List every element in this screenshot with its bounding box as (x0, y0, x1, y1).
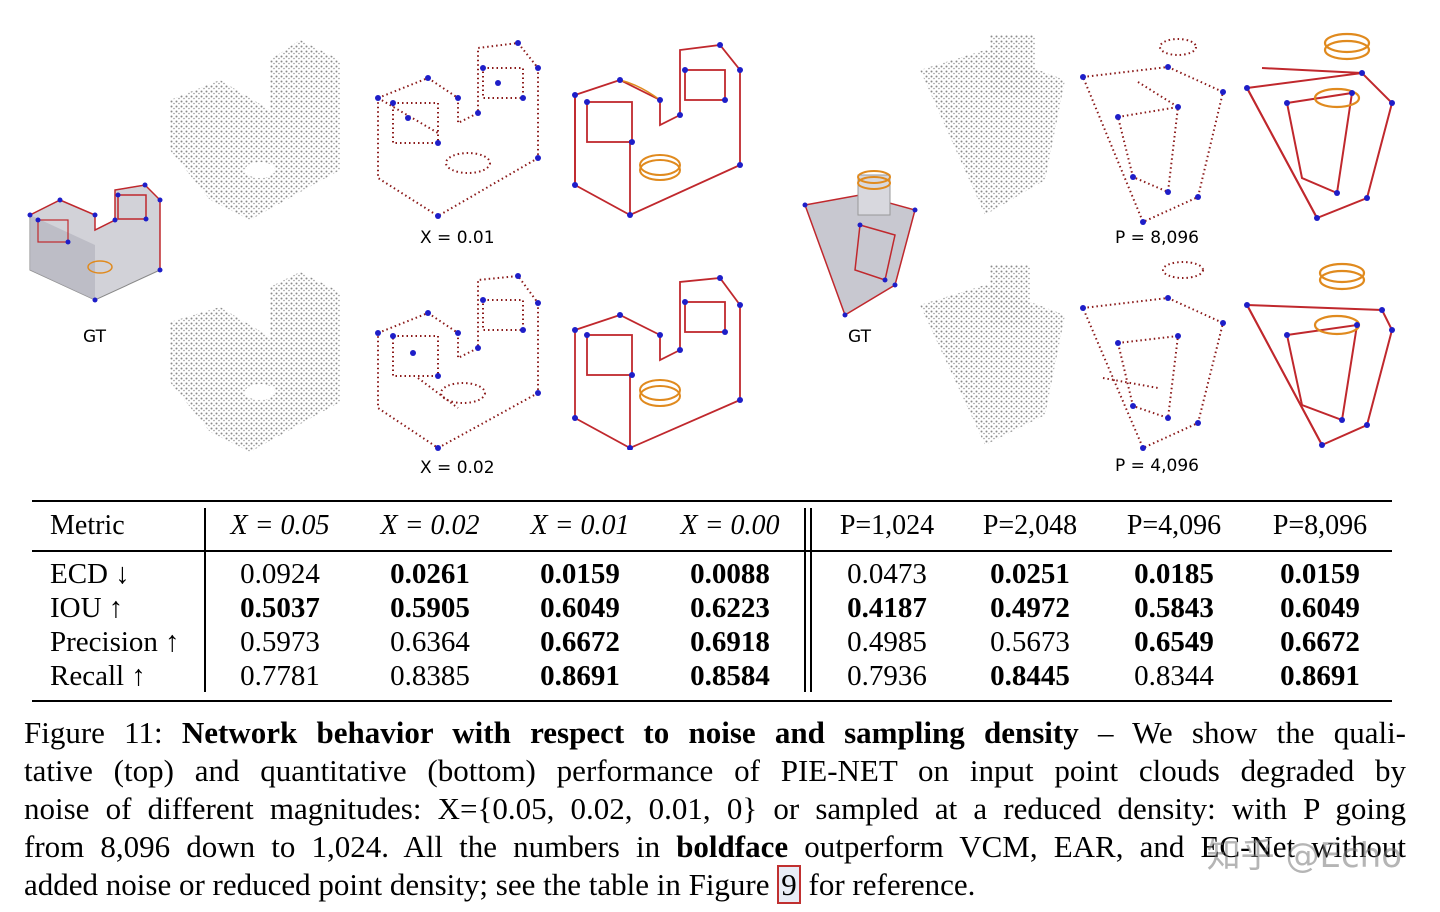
point-cloud-density-top (915, 30, 1075, 220)
table-header-metric: Metric (50, 510, 125, 541)
noise-label-bottom: X = 0.02 (420, 458, 495, 478)
table-header-col: P=4,096 (1126, 510, 1222, 541)
table-cell: 0.5843 (1134, 592, 1214, 624)
table-cell: 0.6672 (1280, 626, 1360, 658)
table-cell: 0.6049 (1280, 592, 1360, 624)
table-cell: 0.6918 (690, 626, 770, 658)
table-cell: 0.4972 (990, 592, 1070, 624)
table-cell: 0.0185 (1134, 558, 1214, 590)
caption-line-3: noise of different magnitudes: X={0.05, … (24, 791, 1406, 826)
caption-line-1: Figure 11: Network behavior with respect… (24, 714, 1406, 752)
caption-line4-a: from 8,096 down to 1,024. All the number… (24, 829, 677, 864)
table-cell: 0.8385 (390, 660, 470, 692)
point-cloud-noise-top (160, 30, 350, 230)
gt-model-left (20, 175, 170, 315)
table-cell: 0.7781 (240, 660, 320, 692)
table-cell: 0.5673 (990, 626, 1070, 658)
caption-boldface-word: boldface (676, 829, 789, 864)
caption-title: Network behavior with respect to noise a… (181, 715, 1079, 750)
edge-prediction-density-bottom (1078, 258, 1228, 453)
table-cell: 0.0159 (1280, 558, 1360, 590)
density-label-bottom: P = 4,096 (1115, 456, 1199, 476)
table-cell: 0.6549 (1134, 626, 1214, 658)
caption-line-2: tative (top) and quantitative (bottom) p… (24, 753, 1406, 788)
gt-label-left: GT (83, 327, 106, 347)
caption-line5-a: added noise or reduced point density; se… (24, 867, 778, 902)
figure-9-link[interactable]: 9 (777, 865, 801, 904)
table-cell: 0.0924 (240, 558, 320, 590)
caption-line-5: added noise or reduced point density; se… (24, 865, 1406, 904)
table-row-metric: IOU ↑ (50, 592, 124, 624)
table-cell: 0.6672 (540, 626, 620, 658)
table-cell: 0.6223 (690, 592, 770, 624)
table-header-col: X = 0.00 (680, 510, 780, 541)
results-table: Metric X = 0.05 X = 0.02 X = 0.01 X = 0.… (32, 500, 1392, 702)
point-cloud-noise-bottom (160, 262, 350, 462)
table-cell: 0.8691 (1280, 660, 1360, 692)
table-header-col: P=2,048 (982, 510, 1078, 541)
wireframe-density-top (1242, 28, 1402, 223)
table-cell: 0.0159 (540, 558, 620, 590)
table-row-metric: ECD ↓ (50, 558, 130, 590)
edge-prediction-noise-bottom (368, 268, 548, 453)
qualitative-figure: GT X = 0.01 (20, 28, 1402, 478)
table-cell: 0.0473 (847, 558, 927, 590)
table-cell: 0.0088 (690, 558, 770, 590)
group-separator-2 (810, 508, 812, 692)
table-header-col: P=8,096 (1272, 510, 1368, 541)
caption-line5-b: for reference. (800, 867, 976, 902)
table-row-metric: Recall ↑ (50, 660, 146, 692)
table-cell: 0.0251 (990, 558, 1070, 590)
wireframe-noise-top (565, 40, 755, 220)
wireframe-density-bottom (1242, 255, 1402, 450)
table-cell: 0.8691 (540, 660, 620, 692)
table-header-col: X = 0.02 (380, 510, 480, 541)
table-header-col: X = 0.05 (230, 510, 330, 541)
table-cell: 0.0261 (390, 558, 470, 590)
table-bottom-rule (32, 700, 1392, 702)
table-header-rule (32, 550, 1392, 552)
table-cell: 0.8584 (690, 660, 770, 692)
wireframe-noise-bottom (565, 270, 755, 450)
table-cell: 0.8344 (1134, 660, 1214, 692)
edge-prediction-noise-top (368, 38, 548, 223)
metric-separator (204, 508, 206, 692)
caption-line1-rest: – We show the quali- (1078, 715, 1407, 750)
table-cell: 0.5037 (240, 592, 320, 624)
edge-prediction-density-top (1078, 32, 1228, 227)
point-cloud-density-bottom (915, 260, 1075, 450)
table-header-col: P=1,024 (839, 510, 935, 541)
table-cell: 0.5905 (390, 592, 470, 624)
gt-label-right: GT (848, 327, 871, 347)
caption-line4-b: outperform VCM, EAR, and EC-Net without (788, 829, 1407, 864)
table-cell: 0.5973 (240, 626, 320, 658)
table-top-rule (32, 500, 1392, 502)
caption-line-4: from 8,096 down to 1,024. All the number… (24, 828, 1406, 866)
table-cell: 0.4985 (847, 626, 927, 658)
table-cell: 0.6364 (390, 626, 470, 658)
density-label-top: P = 8,096 (1115, 228, 1199, 248)
table-cell: 0.8445 (990, 660, 1070, 692)
table-header-col: X = 0.01 (530, 510, 630, 541)
table-cell: 0.4187 (847, 592, 927, 624)
table-row-metric: Precision ↑ (50, 626, 180, 658)
noise-label-top: X = 0.01 (420, 228, 495, 248)
watermark-text: 知乎 @Echo (1206, 836, 1402, 876)
gt-model-right (800, 165, 920, 325)
figure-caption: Figure 11: Network behavior with respect… (24, 714, 1406, 904)
caption-figure-label: Figure 11: (24, 715, 163, 750)
table-cell: 0.7936 (847, 660, 927, 692)
group-separator-1 (804, 508, 806, 692)
table-cell: 0.6049 (540, 592, 620, 624)
